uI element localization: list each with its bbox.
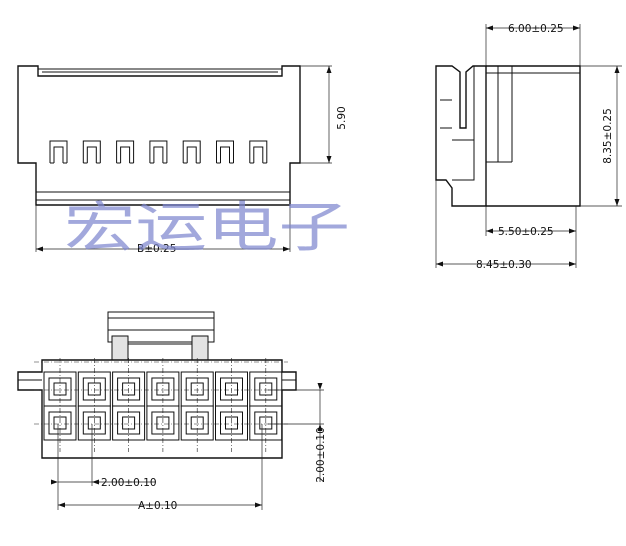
terminal-window bbox=[156, 416, 170, 430]
terminal-cavity bbox=[43, 405, 77, 441]
terminal-window bbox=[87, 382, 101, 396]
terminal-cavity bbox=[112, 405, 146, 441]
terminal-cavity bbox=[249, 405, 283, 441]
terminal-window bbox=[225, 416, 238, 430]
front-terminal-slot bbox=[249, 140, 268, 164]
terminal-window bbox=[122, 416, 136, 430]
terminal-window bbox=[259, 416, 273, 430]
terminal-window bbox=[53, 416, 67, 430]
cavity-frame bbox=[254, 377, 278, 401]
terminal-window bbox=[156, 382, 170, 396]
terminal-window bbox=[122, 382, 136, 396]
terminal-window bbox=[225, 382, 238, 396]
side-view bbox=[435, 24, 622, 268]
side-total-width-dimension: 8.45±0.30 bbox=[476, 259, 532, 271]
bottom-width-dimension: A±0.10 bbox=[138, 500, 177, 512]
terminal-window bbox=[87, 416, 101, 430]
side-inner-width-dimension: 5.50±0.25 bbox=[498, 226, 554, 238]
front-view bbox=[17, 65, 332, 252]
front-height-dimension: 5.90 bbox=[336, 106, 348, 129]
side-height-dimension: 8.35±0.25 bbox=[602, 108, 614, 164]
front-terminal-slot bbox=[82, 140, 101, 164]
cavity-frame bbox=[254, 411, 278, 435]
cavity-frame bbox=[48, 377, 72, 401]
cavity-frame bbox=[185, 377, 209, 401]
terminal-cavity bbox=[77, 405, 111, 441]
cavity-frame bbox=[220, 377, 243, 401]
terminal-cavity bbox=[180, 405, 214, 441]
cavity-frame bbox=[117, 411, 141, 435]
terminal-window bbox=[53, 382, 67, 396]
bottom-view bbox=[17, 311, 324, 510]
cavity-frame bbox=[151, 377, 175, 401]
cavity-frame bbox=[151, 411, 175, 435]
front-terminal-slot bbox=[116, 140, 135, 164]
cavity-frame bbox=[220, 411, 243, 435]
front-width-dimension: B±0.25 bbox=[137, 243, 176, 255]
cavity-frame bbox=[117, 377, 141, 401]
bottom-column-pitch-dimension: 2.00±0.10 bbox=[101, 477, 157, 489]
front-terminal-slot bbox=[216, 140, 234, 164]
side-top-width-dimension: 6.00±0.25 bbox=[508, 23, 564, 35]
terminal-window bbox=[259, 382, 273, 396]
terminal-cavities bbox=[34, 358, 288, 452]
front-terminal-slots bbox=[49, 140, 268, 164]
terminal-window bbox=[190, 416, 204, 430]
front-terminal-slot bbox=[49, 140, 68, 164]
terminal-window bbox=[190, 382, 204, 396]
cavity-frame bbox=[82, 377, 106, 401]
watermark-text: 宏运电子 bbox=[64, 196, 350, 259]
cavity-frame bbox=[48, 411, 72, 435]
bottom-row-pitch-dimension: 2.00±0.10 bbox=[315, 427, 327, 483]
terminal-cavity bbox=[215, 405, 248, 441]
cavity-frame bbox=[82, 411, 106, 435]
cavity-frame bbox=[185, 411, 209, 435]
front-terminal-slot bbox=[149, 140, 168, 164]
terminal-cavity bbox=[146, 405, 180, 441]
front-terminal-slot bbox=[182, 140, 201, 164]
